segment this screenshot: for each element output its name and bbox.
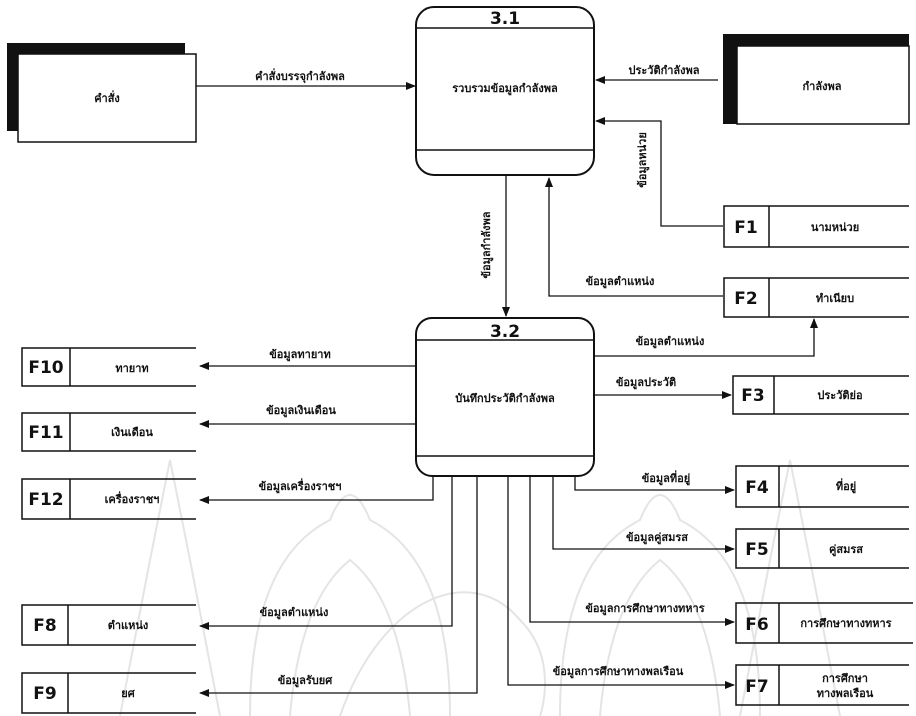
- flow-arrow-position-to-f2: [595, 318, 818, 357]
- store-f8: F8 ตำแหน่ง: [21, 604, 196, 646]
- flow-label-military-edu: ข้อมูลการศึกษาทางทหาร: [585, 602, 704, 616]
- flow-label-address: ข้อมูลที่อยู่: [642, 470, 690, 486]
- store-f5-id: F5: [745, 540, 768, 560]
- store-f8-name: ตำแหน่ง: [108, 619, 149, 632]
- entity-workforce-label: กำลังพล: [803, 80, 842, 93]
- flow-arrow-rank: [199, 477, 478, 697]
- store-f10-id: F10: [28, 358, 63, 378]
- flow-arrow-position-f8: [199, 477, 453, 630]
- store-f6-name: การศึกษาทางทหาร: [800, 617, 891, 630]
- store-f3-id: F3: [741, 386, 764, 406]
- store-f2-id: F2: [734, 289, 757, 309]
- store-f4-name: ที่อยู่: [836, 478, 856, 494]
- store-f12: F12 เครื่องราชฯ: [21, 478, 196, 520]
- flow-lines: [196, 76, 818, 697]
- store-f1: F1 นามหน่วย: [723, 205, 909, 248]
- store-f9-id: F9: [33, 684, 56, 704]
- flow-label-position-to-f2: ข้อมูลตำแหน่ง: [636, 335, 705, 349]
- store-f8-id: F8: [33, 616, 56, 636]
- store-f11-id: F11: [28, 423, 63, 443]
- process-3-2-id: 3.2: [490, 322, 520, 342]
- flow-label-civil-edu: ข้อมูลการศึกษาทางพลเรือน: [553, 665, 684, 679]
- flow-label-workforce-data: ข้อมูลกำลังพล: [480, 211, 494, 278]
- entity-workforce: กำลังพล: [723, 34, 910, 125]
- store-f7-id: F7: [745, 677, 768, 697]
- store-f9: F9 ยศ: [21, 672, 196, 714]
- watermark-emblem: [119, 459, 841, 716]
- flow-arrow-military-edu: [529, 477, 735, 626]
- flow-arrow-spouse: [552, 477, 735, 553]
- store-f10-name: ทายาท: [115, 362, 148, 375]
- flow-label-rank: ข้อมูลรับยศ: [278, 674, 333, 688]
- store-f9-name: ยศ: [121, 687, 135, 700]
- store-f5: F5 คู่สมรส: [735, 528, 909, 569]
- process-3-1: 3.1 รวบรวมข้อมูลกำลังพล: [415, 6, 595, 176]
- flow-label-position-f8: ข้อมูลตำแหน่ง: [260, 606, 329, 620]
- store-f2-name: ทำเนียบ: [816, 292, 854, 305]
- flow-arrow-address: [574, 477, 735, 494]
- store-f1-name: นามหน่วย: [811, 221, 859, 234]
- store-f12-name: เครื่องราชฯ: [105, 491, 160, 506]
- flow-arrow-civil-edu: [507, 477, 735, 689]
- flow-label-salary: ข้อมูลเงินเดือน: [266, 404, 336, 418]
- flow-label-unit: ข้อมูลหน่วย: [636, 132, 650, 188]
- store-f3: F3 ประวัติย่อ: [732, 375, 909, 415]
- flow-label-decoration: ข้อมูลเครื่องราชฯ: [259, 478, 342, 494]
- flow-arrow-unit: [595, 117, 723, 227]
- flow-label-order: คำสั่งบรรจุกำลังพล: [255, 68, 345, 84]
- flow-arrow-position-from-f2: [545, 177, 723, 297]
- store-f7-name-line2: ทางพลเรือน: [817, 687, 874, 700]
- process-3-2-label: บันทึกประวัติกำลังพล: [455, 392, 555, 405]
- process-3-1-label: รวบรวมข้อมูลกำลังพล: [452, 82, 558, 96]
- store-f4: F4 ที่อยู่: [735, 465, 909, 508]
- store-f11-name: เงินเดือน: [111, 426, 153, 439]
- store-f7: F7 การศึกษา ทางพลเรือน: [735, 664, 909, 706]
- store-f12-id: F12: [28, 490, 63, 510]
- process-3-2: 3.2 บันทึกประวัติกำลังพล: [415, 317, 595, 477]
- flow-label-heir: ข้อมูลทายาท: [269, 348, 330, 362]
- store-f1-id: F1: [734, 218, 757, 238]
- store-f2: F2 ทำเนียบ: [723, 277, 909, 318]
- store-f10: F10 ทายาท: [21, 347, 196, 387]
- store-f6-id: F6: [745, 615, 768, 635]
- store-f7-name-line1: การศึกษา: [822, 672, 868, 685]
- process-3-1-id: 3.1: [490, 9, 520, 29]
- store-f3-name: ประวัติย่อ: [817, 389, 862, 402]
- store-f11: F11 เงินเดือน: [21, 412, 196, 452]
- entity-order: คำสั่ง: [7, 43, 197, 143]
- flow-label-history-in: ประวัติกำลังพล: [628, 64, 699, 77]
- flow-label-position-from-f2: ข้อมูลตำแหน่ง: [586, 275, 655, 289]
- store-f5-name: คู่สมรส: [829, 543, 863, 557]
- entity-order-label: คำสั่ง: [94, 90, 120, 105]
- store-f4-id: F4: [745, 478, 769, 498]
- store-f6: F6 การศึกษาทางทหาร: [735, 602, 913, 644]
- flow-label-spouse: ข้อมูลคู่สมรส: [626, 531, 688, 545]
- flow-arrow-decoration: [199, 477, 434, 504]
- flow-label-history: ข้อมูลประวัติ: [616, 376, 676, 390]
